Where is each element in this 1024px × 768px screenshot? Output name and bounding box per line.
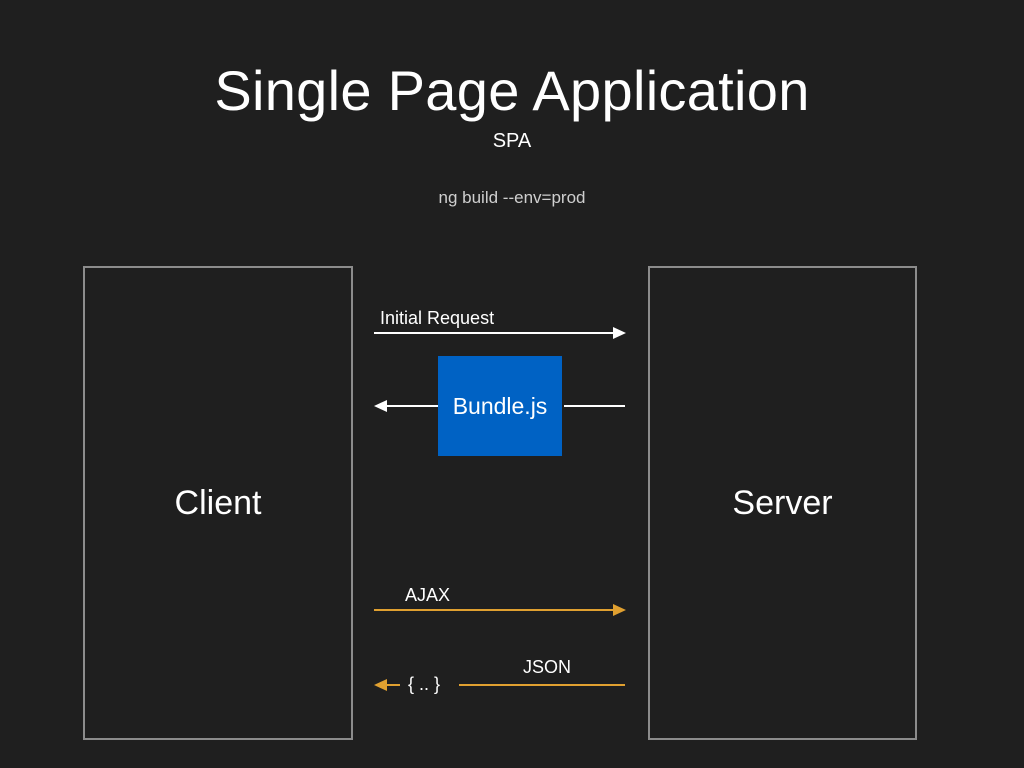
initial-request-arrow bbox=[374, 327, 626, 339]
slide-subtitle: SPA bbox=[492, 130, 532, 152]
ajax-label: AJAX bbox=[405, 585, 451, 605]
server-label: Server bbox=[732, 483, 833, 522]
slide-title: Single Page Application bbox=[214, 59, 810, 122]
bundle-label: Bundle.js bbox=[452, 392, 548, 419]
client-label: Client bbox=[174, 483, 262, 522]
bundle-response-arrow bbox=[374, 400, 625, 412]
json-response-arrow bbox=[374, 679, 625, 691]
json-label: JSON bbox=[523, 657, 572, 677]
json-payload-label: { .. } bbox=[408, 674, 441, 694]
bundle-box: Bundle.js bbox=[438, 356, 562, 456]
ajax-request-arrow bbox=[374, 604, 626, 616]
build-command: ng build --env=prod bbox=[438, 188, 586, 207]
client-box: Client bbox=[83, 266, 353, 740]
initial-request-label: Initial Request bbox=[380, 308, 495, 328]
server-box: Server bbox=[648, 266, 917, 740]
